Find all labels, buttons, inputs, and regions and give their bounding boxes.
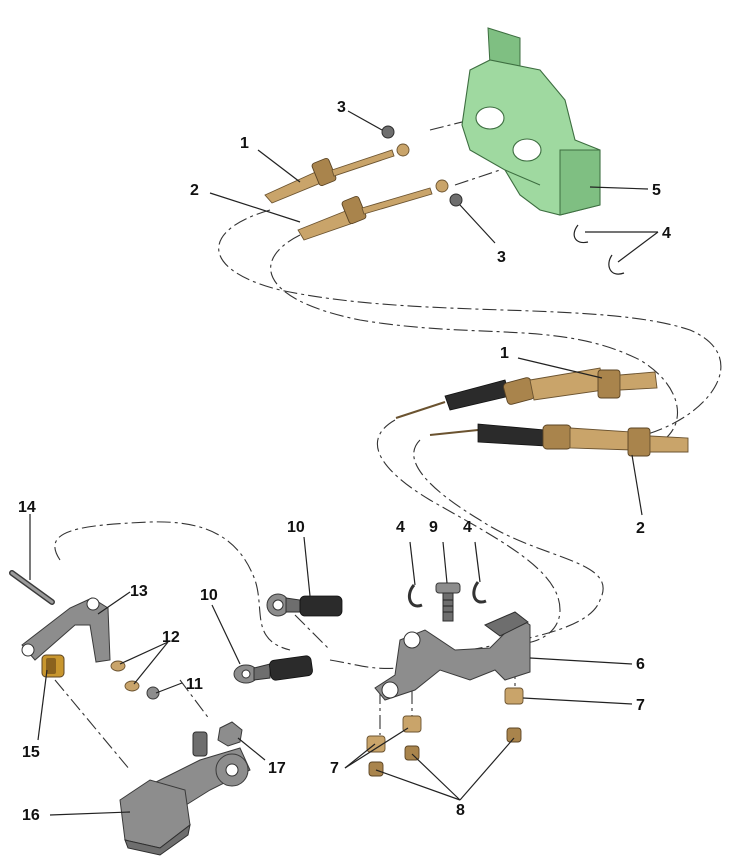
pin-14 <box>9 570 55 605</box>
clip-4-b <box>608 254 625 275</box>
callout-10-lower: 10 <box>200 587 218 604</box>
support-bracket-6 <box>374 611 531 701</box>
bushing-7-a <box>366 735 386 753</box>
cable-end-1-upper <box>264 143 410 204</box>
bolt-8-a <box>368 761 384 777</box>
callout-16: 16 <box>22 807 40 824</box>
callout-4-right-top: 4 <box>662 225 671 242</box>
callout-numbers: 1 2 3 3 5 4 1 2 14 10 4 9 4 13 10 12 6 1… <box>18 99 671 824</box>
cable-1-mid <box>395 367 658 419</box>
callout-2-top: 2 <box>190 182 199 199</box>
callout-4-right-mid: 4 <box>463 519 472 536</box>
link-rod-10-upper <box>266 593 343 617</box>
nut-11 <box>146 686 160 700</box>
clip-4-d <box>472 581 487 604</box>
nut-3-bottom <box>449 193 463 207</box>
callout-11: 11 <box>186 676 203 693</box>
callout-7-left: 7 <box>330 760 339 777</box>
callout-1-top: 1 <box>240 135 249 152</box>
link-rod-10-lower <box>233 655 313 684</box>
nut-3-top <box>381 125 395 139</box>
bushing-7-c <box>504 687 524 705</box>
bolt-9 <box>435 582 461 622</box>
callout-17: 17 <box>268 760 286 777</box>
bolt-8-c <box>506 727 522 743</box>
leader-lines <box>29 110 659 816</box>
lever-13 <box>21 597 111 663</box>
bushing-15 <box>41 654 65 678</box>
callout-13: 13 <box>130 583 148 600</box>
clip-4-c <box>407 583 423 608</box>
callout-4-left-mid: 4 <box>396 519 405 536</box>
callout-9: 9 <box>429 519 438 536</box>
callout-3-top: 3 <box>337 99 346 116</box>
bolt-8-b <box>404 745 420 761</box>
cable-end-2-upper <box>297 179 449 241</box>
callout-1-mid: 1 <box>500 345 509 362</box>
callout-14: 14 <box>18 499 36 516</box>
callout-15: 15 <box>22 744 40 761</box>
cable-bracket <box>461 27 601 216</box>
cable-routing-lines <box>54 119 722 771</box>
callout-2-mid: 2 <box>636 520 645 537</box>
selector-lever-16 <box>119 731 251 856</box>
callout-8: 8 <box>456 802 465 819</box>
callout-7-right: 7 <box>636 697 645 714</box>
callout-12: 12 <box>162 629 180 646</box>
cable-2-mid <box>429 423 689 457</box>
washers-12 <box>110 660 140 692</box>
callout-6: 6 <box>636 656 645 673</box>
callout-3-bottom: 3 <box>497 249 506 266</box>
callout-5: 5 <box>652 182 661 199</box>
callout-10-upper: 10 <box>287 519 305 536</box>
clip-4-a <box>573 224 589 244</box>
nut-17 <box>217 721 243 747</box>
